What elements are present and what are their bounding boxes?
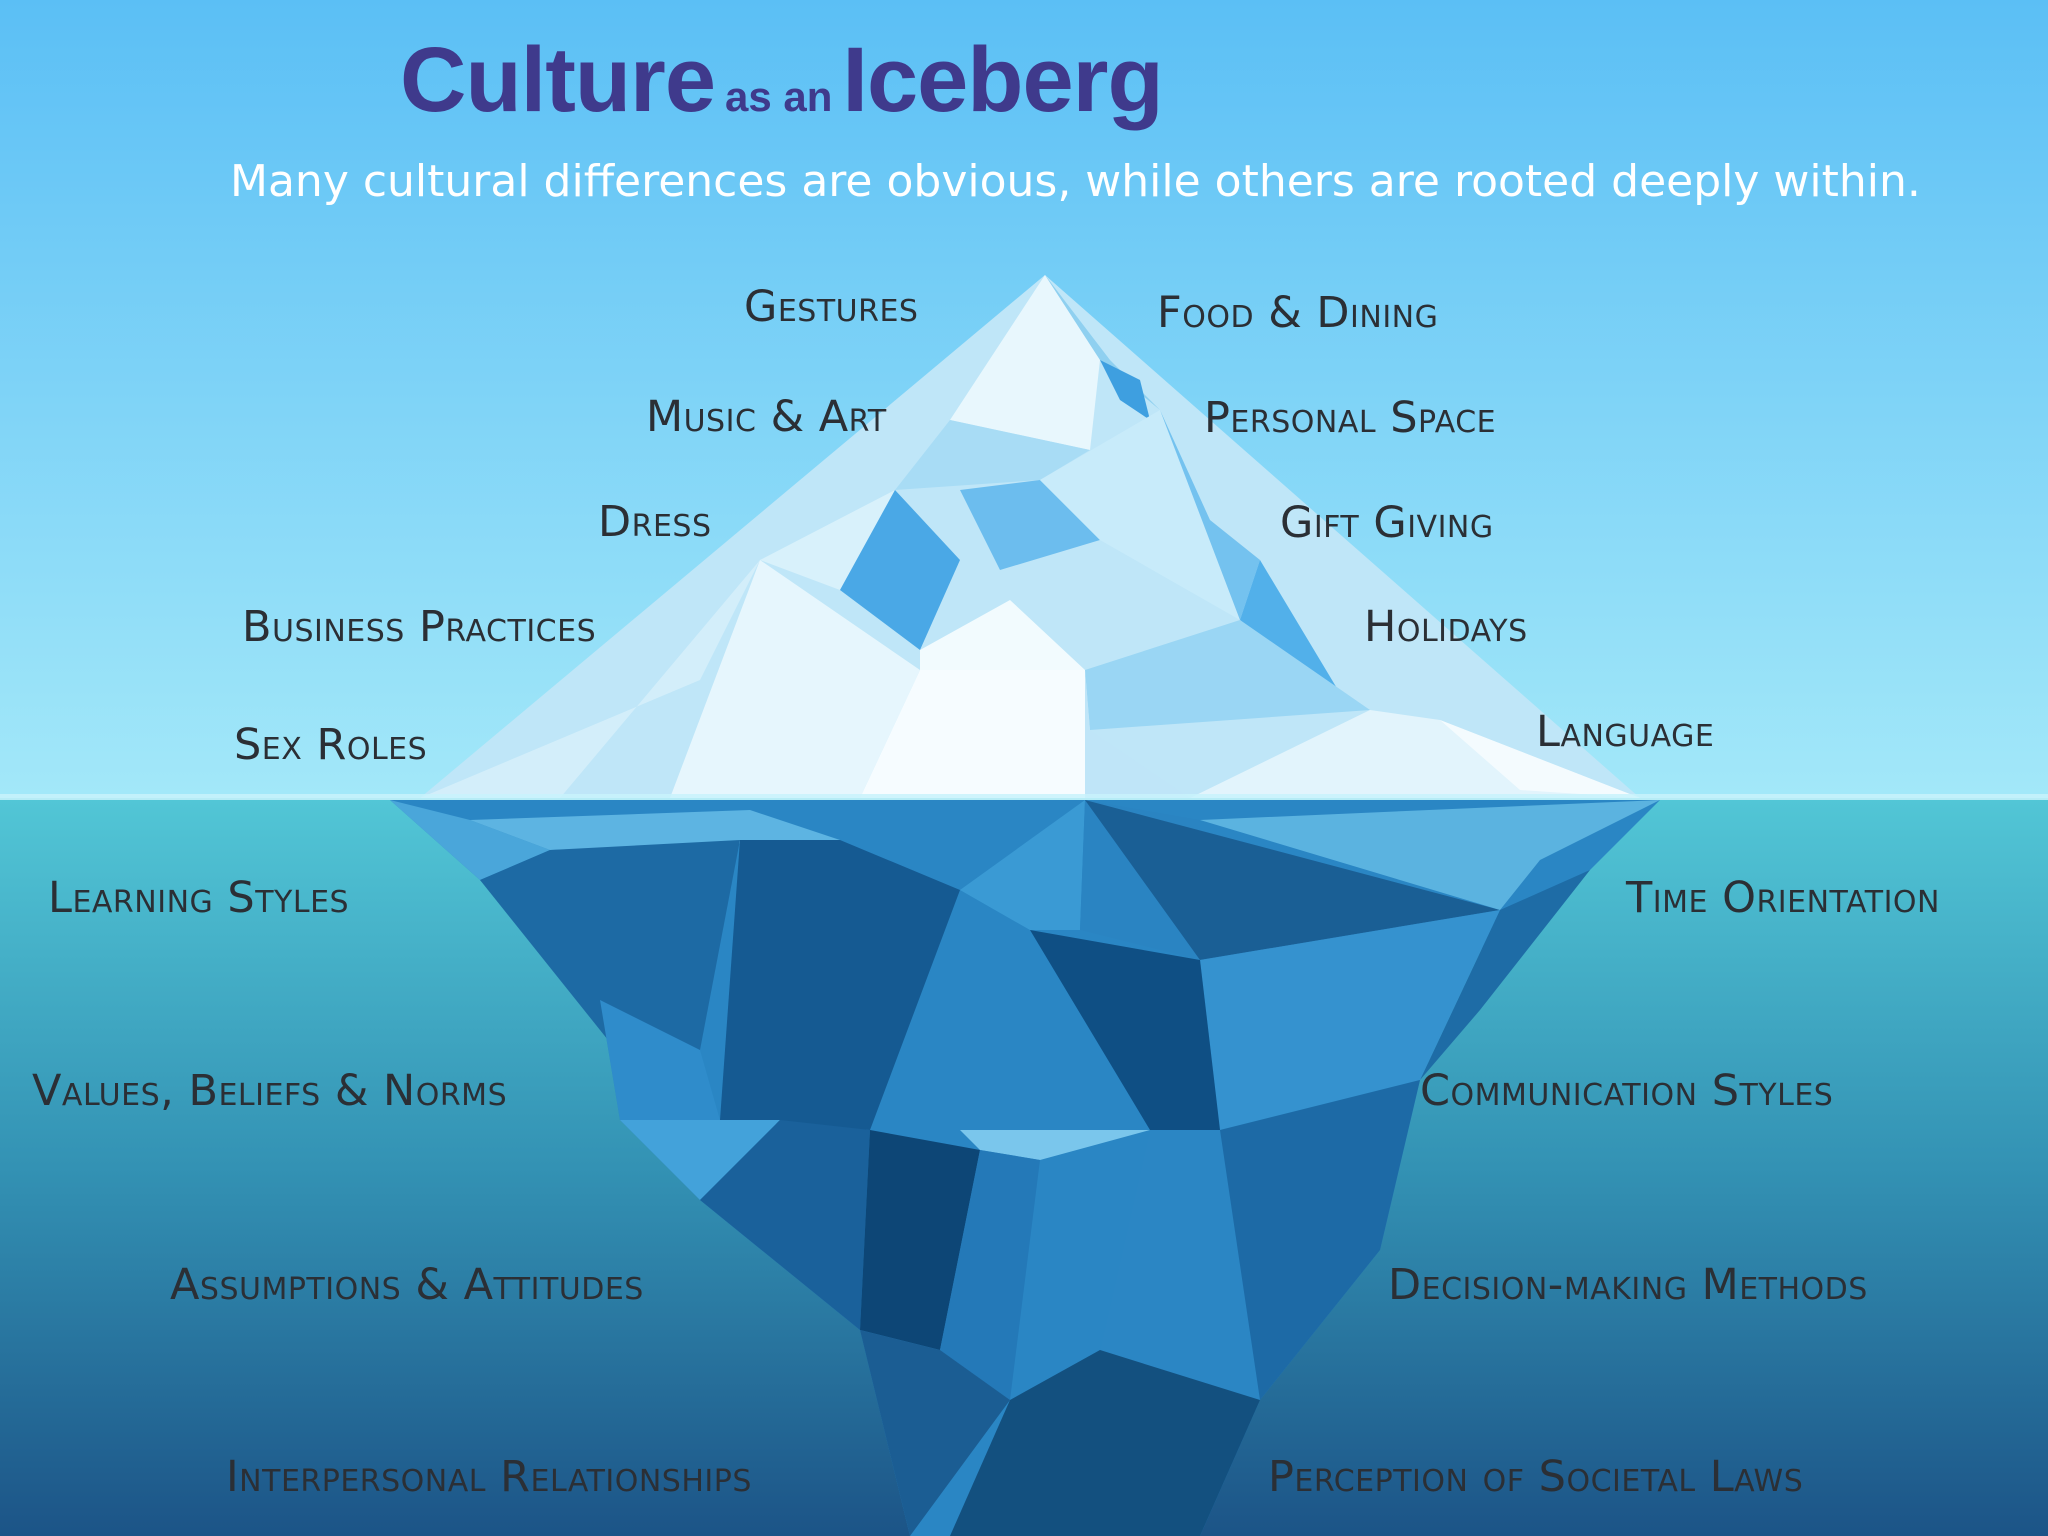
- iceberg-tip: [420, 275, 1640, 798]
- label-assumptions-attitudes: Assumptions & Attitudes: [170, 1260, 644, 1310]
- waterline: [0, 794, 2048, 800]
- label-food-dining: Food & Dining: [1157, 288, 1439, 338]
- label-dress: Dress: [598, 497, 712, 547]
- label-interpersonal-relationships: Interpersonal Relationships: [226, 1452, 752, 1502]
- label-time-orientation: Time Orientation: [1626, 873, 1940, 923]
- page-subtitle: Many cultural differences are obvious, w…: [230, 156, 1921, 207]
- label-sex-roles: Sex Roles: [234, 720, 428, 770]
- title-connector: as an: [725, 73, 833, 120]
- label-learning-styles: Learning Styles: [48, 873, 350, 923]
- label-perception-societal-laws: Perception of Societal Laws: [1268, 1452, 1804, 1502]
- label-holidays: Holidays: [1364, 602, 1528, 652]
- label-communication-styles: Communication Styles: [1420, 1066, 1834, 1116]
- label-personal-space: Personal Space: [1204, 393, 1497, 443]
- label-language: Language: [1536, 707, 1715, 757]
- label-business-practices: Business Practices: [242, 602, 597, 652]
- iceberg-body: [390, 800, 1660, 1536]
- label-values-beliefs-norms: Values, Beliefs & Norms: [32, 1066, 508, 1116]
- title-word-iceberg: Iceberg: [842, 29, 1163, 131]
- label-music-art: Music & Art: [646, 392, 887, 442]
- label-gift-giving: Gift Giving: [1280, 498, 1494, 548]
- label-decision-making-methods: Decision-making Methods: [1388, 1260, 1868, 1310]
- label-gestures: Gestures: [744, 282, 919, 332]
- title-word-culture: Culture: [400, 29, 716, 131]
